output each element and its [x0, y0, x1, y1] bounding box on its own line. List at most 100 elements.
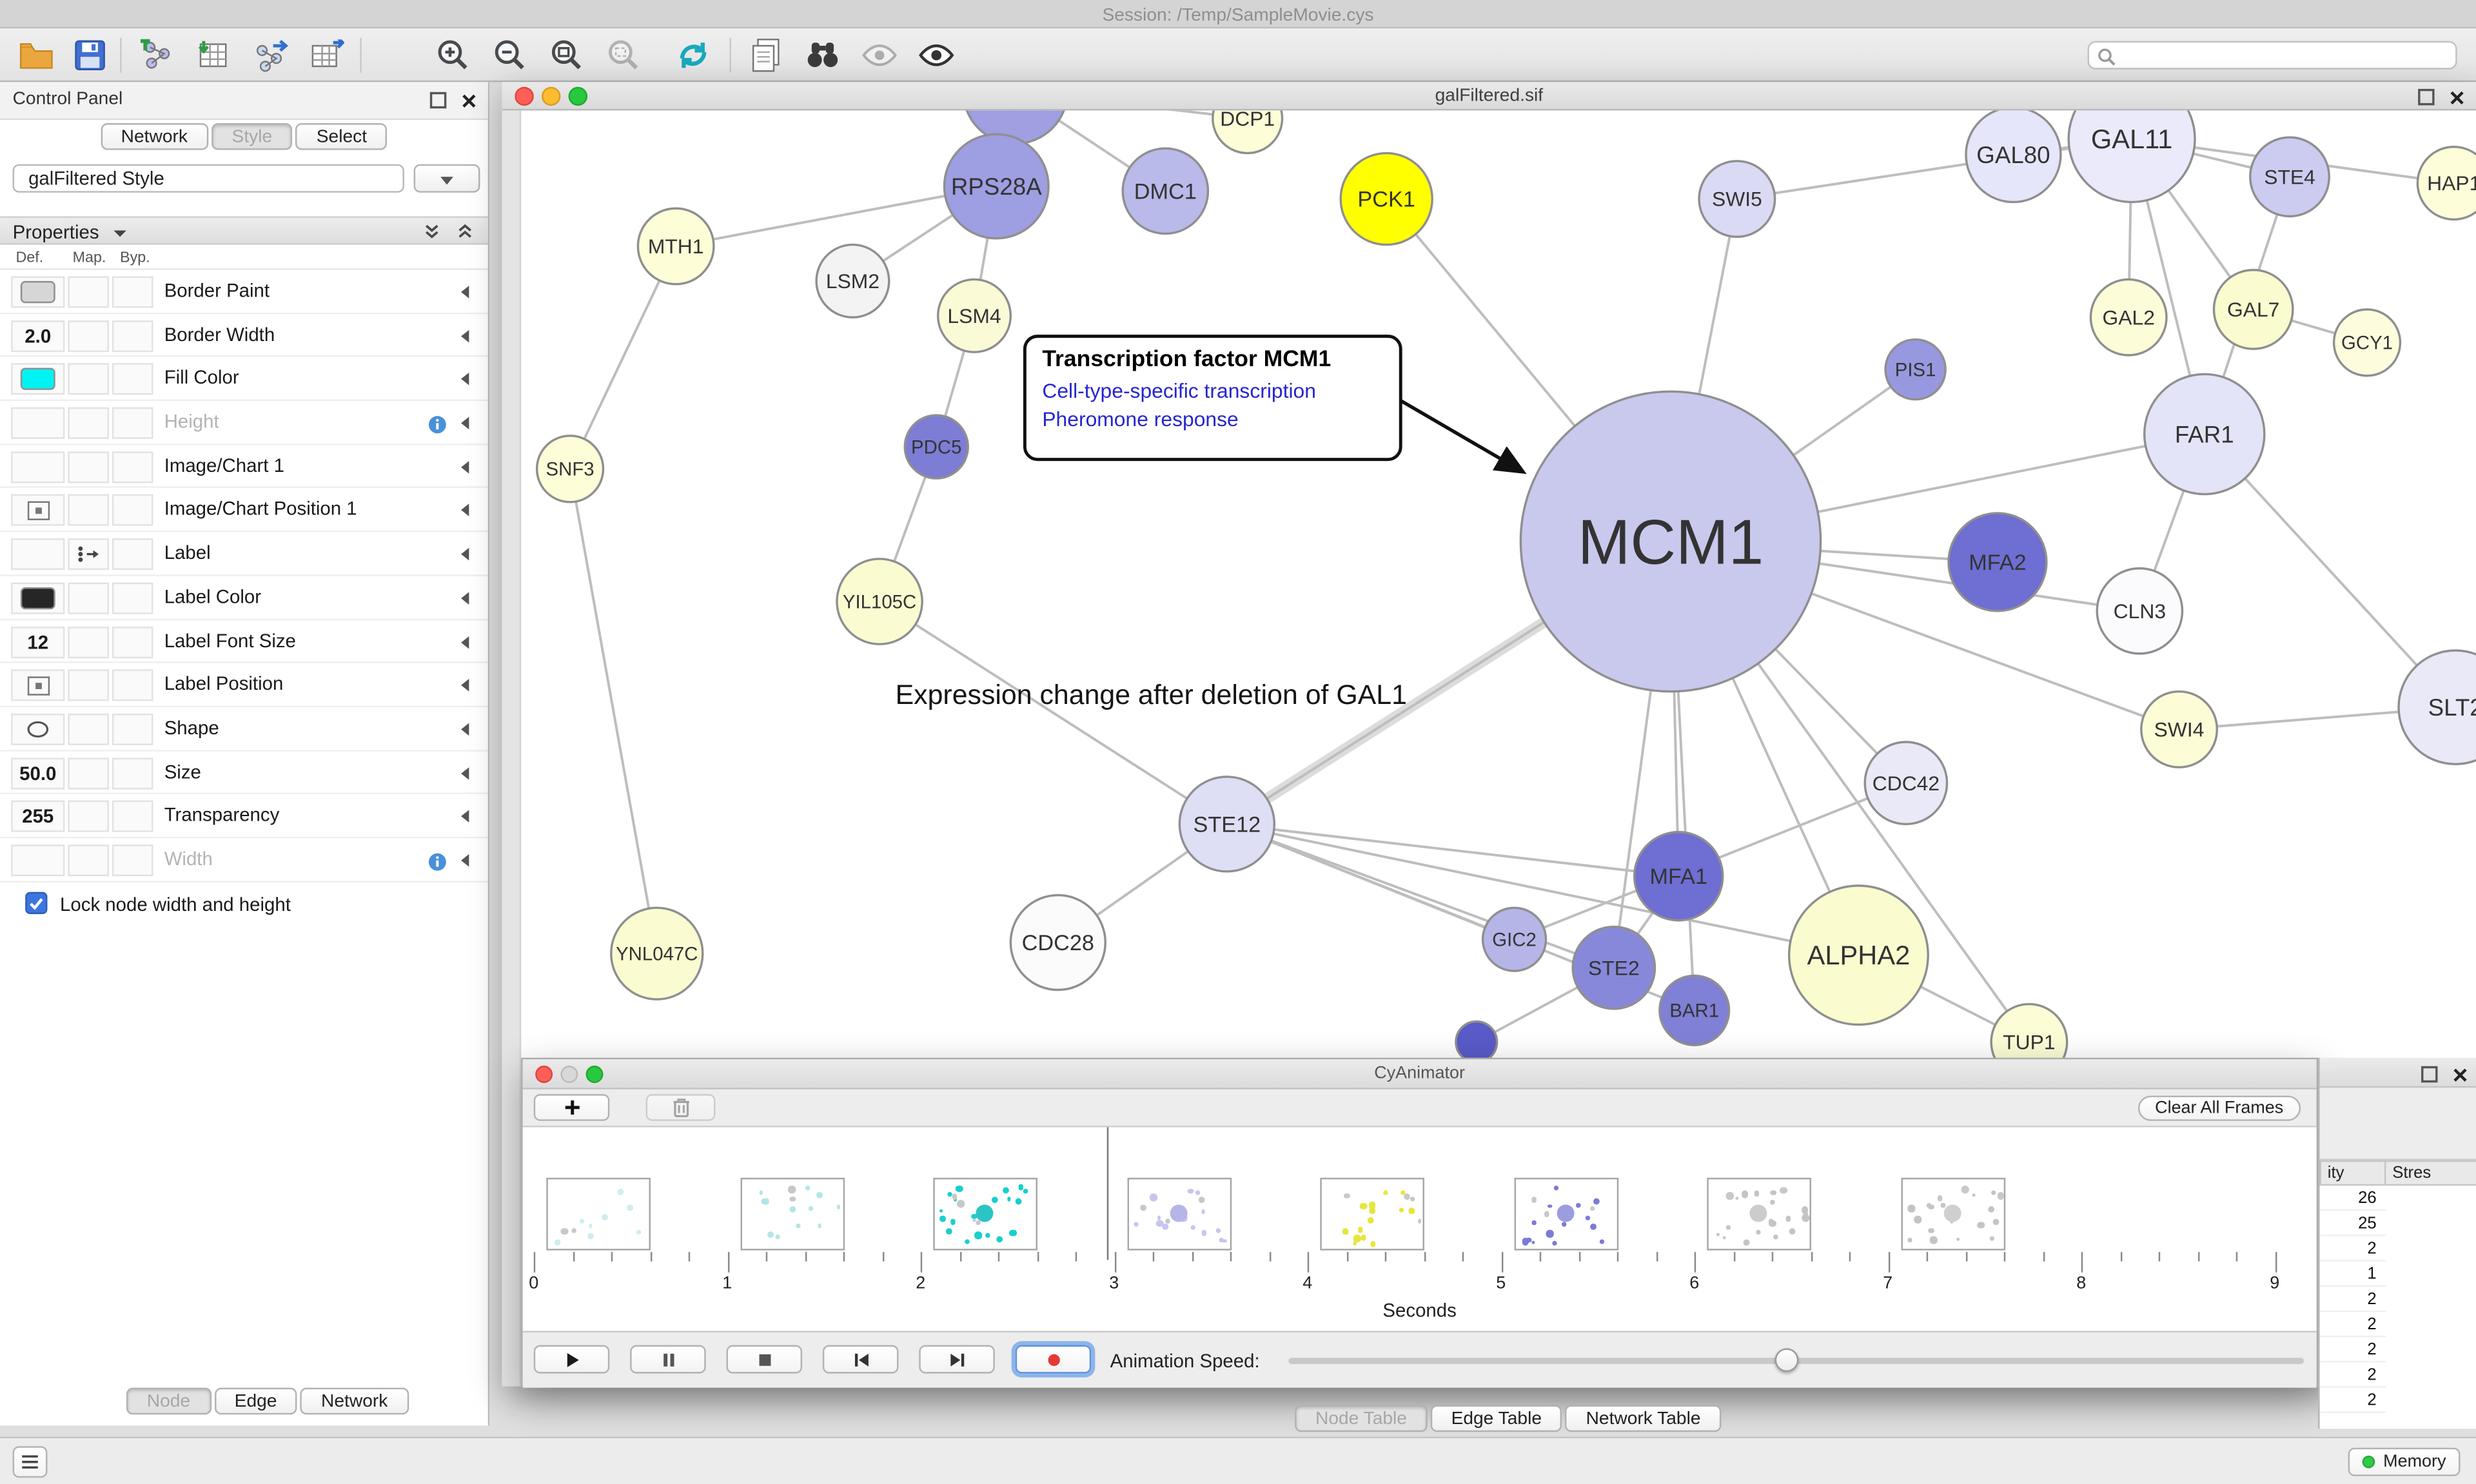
default-value-cell[interactable]: [11, 276, 65, 308]
expand-property-icon[interactable]: [461, 329, 469, 342]
network-node-GAL80[interactable]: GAL80: [1965, 110, 2062, 204]
bypass-cell[interactable]: [112, 494, 153, 527]
expand-property-icon[interactable]: [461, 810, 469, 823]
network-graph[interactable]: RPS28BDCP1RPS28ADMC1PCK1SWI5GAL80GAL11ST…: [502, 110, 2476, 1386]
tab-network-table[interactable]: Network Table: [1565, 1405, 1722, 1432]
network-node-BAR1[interactable]: BAR1: [1658, 974, 1731, 1046]
style-property-row[interactable]: Label: [0, 532, 488, 576]
style-property-row[interactable]: Height: [0, 401, 488, 445]
zoom-window-button[interactable]: [568, 86, 588, 106]
network-window-titlebar[interactable]: galFiltered.sif: [502, 82, 2476, 111]
network-edge[interactable]: [879, 600, 1228, 826]
network-edge[interactable]: [2203, 433, 2457, 708]
mapping-cell[interactable]: [68, 494, 109, 527]
bypass-cell[interactable]: [112, 364, 153, 396]
float-panel-icon[interactable]: [428, 90, 449, 111]
bypass-cell[interactable]: [112, 407, 153, 439]
mapping-cell[interactable]: [68, 845, 109, 877]
network-node-STE12[interactable]: STE12: [1178, 776, 1276, 873]
network-node-CLN3[interactable]: CLN3: [2096, 567, 2184, 655]
network-node-CDC42[interactable]: CDC42: [1863, 741, 1949, 826]
mapping-cell[interactable]: [68, 538, 109, 571]
network-node-LSM2[interactable]: LSM2: [815, 243, 890, 318]
network-edge[interactable]: [1226, 823, 1859, 957]
network-node-RPS28A[interactable]: RPS28A: [943, 133, 1050, 240]
export-network-icon[interactable]: [250, 35, 291, 76]
style-dropdown[interactable]: galFiltered Style: [12, 164, 404, 193]
delete-frame-button[interactable]: [645, 1094, 716, 1121]
network-node-GIC2[interactable]: GIC2: [1481, 906, 1548, 972]
default-value-cell[interactable]: [11, 845, 65, 877]
float-panel-icon[interactable]: [2419, 1064, 2440, 1085]
bypass-cell[interactable]: [112, 320, 153, 352]
zoom-selected-icon[interactable]: [604, 35, 645, 76]
zoom-in-icon[interactable]: [433, 35, 474, 76]
cyanimator-titlebar[interactable]: CyAnimator: [522, 1059, 2317, 1089]
tab-edge[interactable]: Edge: [213, 1387, 298, 1415]
network-edge[interactable]: [1226, 823, 1615, 970]
minimize-window-button[interactable]: [542, 86, 561, 106]
close-view-icon[interactable]: [2446, 87, 2466, 108]
clear-all-frames-button[interactable]: Clear All Frames: [2137, 1095, 2301, 1121]
network-edge[interactable]: [1016, 110, 1248, 120]
style-property-row[interactable]: Label Color: [0, 576, 488, 620]
expand-property-icon[interactable]: [461, 504, 469, 517]
bypass-cell[interactable]: [112, 276, 153, 308]
network-node-DCP1[interactable]: DCP1: [1212, 110, 1284, 155]
bypass-cell[interactable]: [112, 757, 153, 789]
expand-property-icon[interactable]: [461, 723, 469, 736]
bypass-cell[interactable]: [112, 538, 153, 571]
network-edge[interactable]: [1736, 137, 2132, 200]
network-node-LSM4[interactable]: LSM4: [936, 278, 1012, 353]
close-window-button[interactable]: [535, 1066, 553, 1084]
mapping-cell[interactable]: [68, 582, 109, 614]
minimize-window-button[interactable]: [560, 1066, 578, 1084]
bypass-cell[interactable]: [112, 582, 153, 614]
bypass-cell[interactable]: [112, 626, 153, 658]
network-node-STE4[interactable]: STE4: [2249, 136, 2330, 218]
frame-thumbnail[interactable]: [1513, 1177, 1618, 1251]
network-node-STE2[interactable]: STE2: [1571, 925, 1656, 1010]
frame-thumbnail[interactable]: [740, 1177, 844, 1251]
frame-thumbnail[interactable]: [933, 1177, 1037, 1251]
expand-property-icon[interactable]: [461, 460, 469, 474]
network-edge[interactable]: [675, 185, 997, 248]
expand-all-icon[interactable]: [422, 221, 442, 249]
tab-select[interactable]: Select: [295, 123, 388, 150]
zoom-fit-icon[interactable]: [546, 35, 587, 76]
zoom-window-button[interactable]: [585, 1066, 604, 1084]
network-node-FAR1[interactable]: FAR1: [2143, 373, 2266, 496]
slider-thumb[interactable]: [1774, 1348, 1799, 1372]
network-node-MFA1[interactable]: MFA1: [1633, 830, 1724, 922]
tab-network[interactable]: Network: [100, 123, 208, 150]
search-input[interactable]: [2120, 43, 2450, 68]
default-value-cell[interactable]: [11, 494, 65, 527]
mapping-cell[interactable]: [68, 626, 109, 658]
mapping-cell[interactable]: [68, 669, 109, 701]
network-node-SWI4[interactable]: SWI4: [2140, 690, 2219, 768]
network-node-SWI5[interactable]: SWI5: [1698, 160, 1776, 239]
record-button[interactable]: [1015, 1345, 1092, 1374]
skip-start-button[interactable]: [822, 1345, 899, 1374]
close-panel-icon[interactable]: [458, 90, 478, 111]
expand-property-icon[interactable]: [461, 854, 469, 867]
show-all-icon[interactable]: [916, 35, 957, 76]
frame-thumbnail[interactable]: [546, 1177, 651, 1251]
frame-thumbnail[interactable]: [1900, 1177, 2005, 1251]
annotation-link[interactable]: Pheromone response: [1042, 407, 1239, 431]
lock-size-checkbox[interactable]: [25, 892, 48, 914]
network-node-GAL2[interactable]: GAL2: [2089, 278, 2168, 356]
expand-property-icon[interactable]: [461, 548, 469, 561]
default-value-cell[interactable]: [11, 451, 65, 483]
mapping-cell[interactable]: [68, 451, 109, 483]
mapping-cell[interactable]: [68, 757, 109, 789]
save-session-icon[interactable]: [70, 35, 111, 76]
close-window-button[interactable]: [515, 86, 534, 106]
export-table-icon[interactable]: [306, 35, 348, 76]
table-column-header[interactable]: Stres: [2384, 1160, 2476, 1186]
default-value-cell[interactable]: 2.0: [11, 320, 65, 352]
network-node-MCM1[interactable]: MCM1: [1519, 390, 1822, 693]
